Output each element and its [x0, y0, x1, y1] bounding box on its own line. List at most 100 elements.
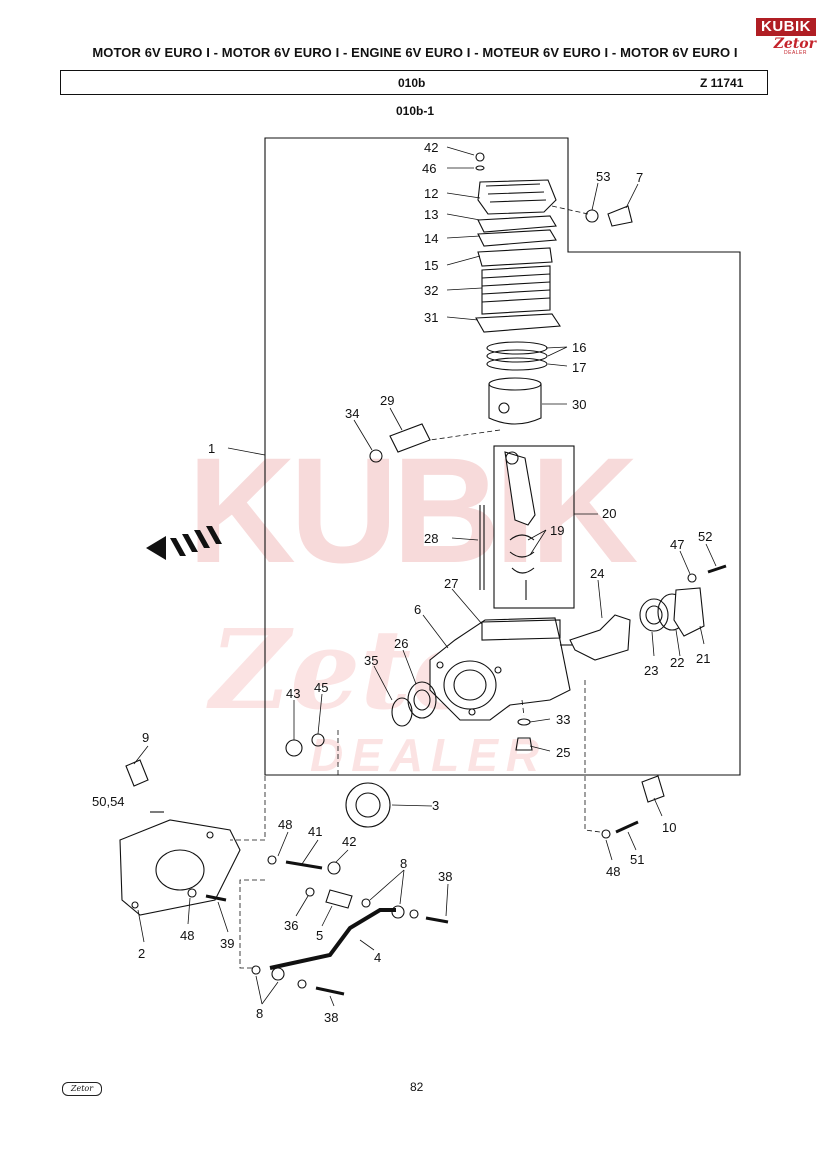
callout-27: 27 — [444, 576, 458, 591]
callout-4: 4 — [374, 950, 381, 965]
banjo-8b2 — [271, 967, 285, 981]
assembly-lines — [230, 205, 601, 969]
callout-33: 33 — [556, 712, 570, 727]
bolt-52 — [707, 564, 727, 574]
circlip-34 — [369, 449, 383, 463]
washer-8b3 — [297, 979, 307, 989]
leader-lines — [133, 146, 717, 1007]
conrod-20 — [504, 451, 536, 600]
callout-31: 31 — [424, 310, 438, 325]
callout-12: 12 — [424, 186, 438, 201]
washer-48b — [601, 829, 611, 839]
callout-16: 16 — [572, 340, 586, 355]
sub-code: 010b-1 — [396, 104, 435, 118]
plug-25 — [515, 737, 533, 751]
banjo-8a2 — [391, 905, 405, 919]
elbow-7 — [607, 205, 633, 227]
callout-42-lower: 42 — [342, 834, 356, 849]
callout-45: 45 — [314, 680, 328, 695]
callout-21: 21 — [696, 651, 710, 666]
callout-39: 39 — [220, 936, 234, 951]
bearing-23 — [639, 598, 669, 632]
sheet-number: Z 11741 — [700, 76, 744, 90]
callout-30: 30 — [572, 397, 586, 412]
washer-8a1 — [361, 898, 371, 908]
callout-26: 26 — [394, 636, 408, 651]
callout-52: 52 — [698, 529, 712, 544]
callout-15: 15 — [424, 258, 438, 273]
callout-51: 51 — [630, 852, 644, 867]
callout-25: 25 — [556, 745, 570, 760]
gasket-15 — [477, 247, 553, 267]
callout-10: 10 — [662, 820, 676, 835]
conrod-group-box — [493, 445, 575, 609]
cylinder-32 — [481, 265, 551, 315]
callout-32: 32 — [424, 283, 438, 298]
nut-43 — [285, 739, 303, 757]
kubik-zetor-logo: KUBIK Zetor DEALER — [756, 14, 816, 62]
stud-41 — [285, 860, 323, 870]
pin-29 — [389, 423, 431, 453]
tube-4 — [269, 908, 396, 970]
callout-5: 5 — [316, 928, 323, 943]
logo-zetor: Zetor — [773, 36, 816, 52]
washer-48c — [187, 888, 197, 898]
callout-7: 7 — [636, 170, 643, 185]
washer-8b1 — [251, 965, 261, 975]
callout-23: 23 — [644, 663, 658, 678]
callout-36: 36 — [284, 918, 298, 933]
callout-14: 14 — [424, 231, 438, 246]
seal-35 — [391, 697, 413, 727]
header-box — [60, 70, 768, 95]
fitting-10 — [641, 775, 665, 803]
callout-48: 48 — [278, 817, 292, 832]
callout-8-lower: 8 — [256, 1006, 263, 1021]
footer-zetor-logo: Zetor — [62, 1082, 102, 1096]
page-number: 82 — [410, 1080, 424, 1094]
callout-2: 2 — [138, 946, 145, 961]
gasket-14 — [477, 229, 557, 247]
ring-17 — [486, 357, 548, 371]
fitting-9 — [125, 759, 149, 787]
callout-20: 20 — [602, 506, 616, 521]
callout-22: 22 — [670, 655, 684, 670]
page-title: MOTOR 6V EURO I - MOTOR 6V EURO I - ENGI… — [92, 45, 738, 60]
flange-2 — [119, 819, 241, 916]
oring-33 — [517, 718, 531, 726]
cylinder-head — [475, 152, 557, 215]
nut-53 — [585, 209, 599, 223]
callout-43: 43 — [286, 686, 300, 701]
callout-53: 53 — [596, 169, 610, 184]
callout-29: 29 — [380, 393, 394, 408]
callout-38: 38 — [438, 869, 452, 884]
washer-36 — [305, 887, 315, 897]
bolt-38b — [315, 986, 345, 996]
callout-17: 17 — [572, 360, 586, 375]
washer-8a3 — [409, 909, 419, 919]
ring-16b — [486, 349, 548, 363]
callout-28: 28 — [424, 531, 438, 546]
callout-42: 42 — [424, 140, 438, 155]
direction-arrow — [146, 526, 222, 560]
crankcase-6-27 — [429, 617, 571, 721]
callout-1: 1 — [208, 441, 215, 456]
cover-21 — [673, 587, 705, 637]
callout-3: 3 — [432, 798, 439, 813]
logo-kubik: KUBIK — [756, 18, 816, 36]
callout-35: 35 — [364, 653, 378, 668]
gasket-31 — [475, 313, 561, 333]
callout-9: 9 — [142, 730, 149, 745]
callout-46: 46 — [422, 161, 436, 176]
callout-50-54: 50,54 — [92, 794, 125, 809]
callout-38-lower: 38 — [324, 1010, 338, 1025]
callout-48-left: 48 — [180, 928, 194, 943]
callout-47: 47 — [670, 537, 684, 552]
bolt-51 — [615, 820, 639, 834]
washer-47 — [687, 573, 697, 583]
callout-labels: 42 46 12 13 14 15 32 31 53 7 16 17 30 29… — [92, 140, 712, 1025]
bolt-38a — [425, 916, 449, 924]
watermark-kubik: KUBIK — [187, 426, 639, 594]
logo-dealer: DEALER — [784, 50, 808, 56]
washer-45 — [311, 733, 325, 747]
nut-42b — [327, 861, 341, 875]
